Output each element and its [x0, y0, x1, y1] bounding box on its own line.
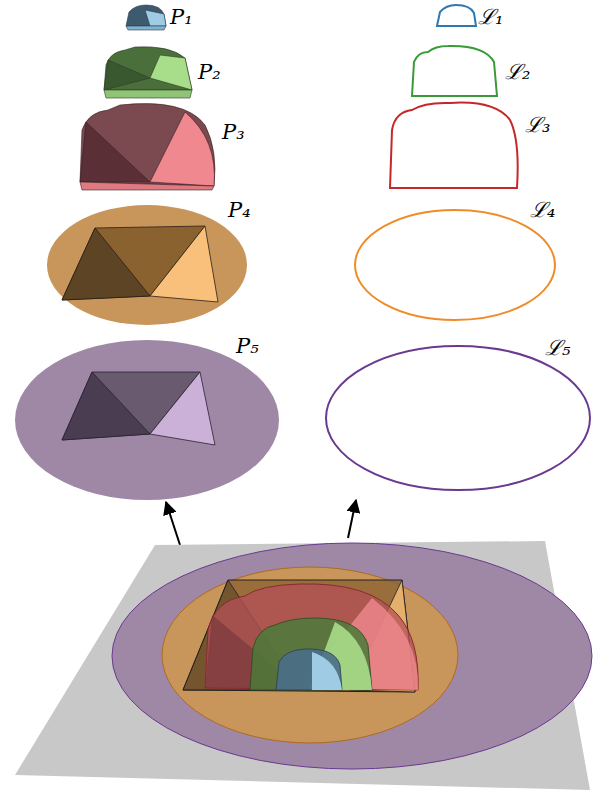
- outline-label: ℒ₁: [478, 7, 503, 28]
- set-p2: [104, 47, 192, 98]
- set-label: P₂: [198, 62, 221, 83]
- lift-arrow: [348, 500, 356, 538]
- set-label: P₁: [170, 7, 193, 28]
- outline-l4: [355, 210, 555, 320]
- outline-l1: [437, 5, 476, 26]
- outline-label: ℒ₃: [525, 115, 550, 136]
- outline-l2: [412, 46, 497, 96]
- lift-arrow: [166, 502, 180, 545]
- set-p3: [80, 104, 215, 190]
- set-p5: [15, 340, 279, 500]
- base-plane: [15, 541, 592, 790]
- outline-l3: [390, 103, 518, 188]
- outline-label: ℒ₄: [530, 200, 555, 221]
- set-p4: [47, 205, 247, 325]
- set-label: P₅: [236, 336, 259, 357]
- outline-label: ℒ₂: [505, 62, 530, 83]
- set-label: P₄: [228, 200, 251, 221]
- outline-l5: [326, 346, 590, 490]
- set-p1: [126, 5, 166, 30]
- set-label: P₃: [222, 122, 245, 143]
- outline-label: ℒ₅: [545, 338, 570, 359]
